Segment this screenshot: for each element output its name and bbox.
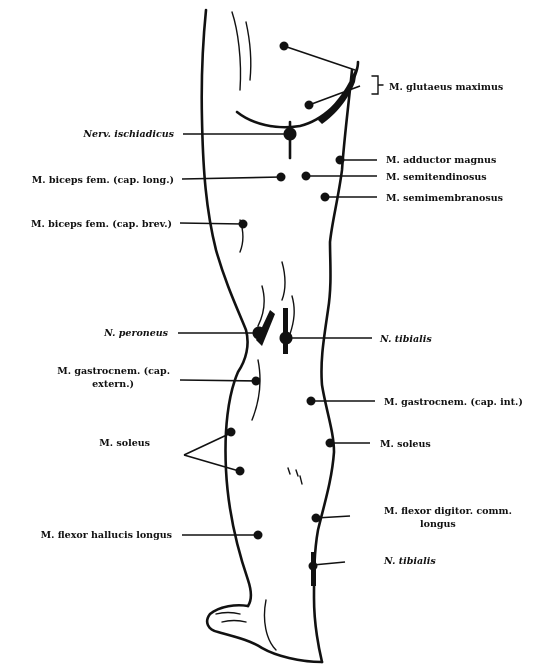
leader-gluteus-upper — [284, 46, 355, 70]
point-soleus-left-b — [236, 467, 245, 476]
point-gluteus-lower — [305, 101, 314, 110]
leader-gastroc-ext — [180, 380, 256, 381]
point-tibialis-lower — [309, 562, 318, 571]
point-semimembranosus — [321, 193, 330, 202]
point-gluteus-upper — [280, 42, 289, 51]
leader-biceps-long — [182, 177, 281, 179]
point-flexor-digitorum — [312, 514, 321, 523]
point-semitendinosus — [302, 172, 311, 181]
point-soleus-left-a — [227, 428, 236, 437]
label-flexor-digitorum-line1: M. flexor digitor. comm. — [384, 506, 512, 517]
point-tibialis-upper — [280, 332, 293, 345]
leader-biceps-short — [180, 223, 243, 224]
label-ischiadicus: Nerv. ischiadicus — [82, 129, 174, 140]
label-gluteus-maximus: M. glutaeus maximus — [389, 82, 503, 93]
toe-lines — [216, 613, 246, 623]
label-semimembranosus: M. semimembranosus — [386, 193, 503, 204]
label-gastroc-int: M. gastrocnem. (cap. int.) — [384, 397, 523, 408]
leader-soleus-left-a — [184, 433, 231, 455]
leader-gluteus-lower — [309, 86, 360, 105]
label-adductor-magnus: M. adductor magnus — [386, 155, 496, 166]
label-gastroc-ext-line1: M. gastrocnem. (cap. — [57, 366, 170, 377]
heel-line — [264, 600, 276, 650]
lateral-contour — [202, 10, 251, 606]
label-flexor-digitorum-line2: longus — [420, 519, 456, 530]
label-tibialis-upper: N. tibialis — [379, 334, 432, 345]
medial-contour — [314, 70, 352, 662]
label-flexor-hallucis: M. flexor hallucis longus — [41, 530, 172, 541]
gluteus-bracket — [372, 76, 383, 94]
point-flexor-hallucis — [254, 531, 263, 540]
leader-soleus-left-b — [184, 455, 239, 471]
gluteal-curve — [237, 62, 358, 127]
point-gastroc-int — [307, 397, 316, 406]
point-biceps-long — [277, 173, 286, 182]
labels: M. glutaeus maximus Nerv. ischiadicus M.… — [31, 82, 523, 567]
label-tibialis-lower: N. tibialis — [383, 556, 436, 567]
point-biceps-short — [239, 220, 248, 229]
point-soleus-right — [326, 439, 335, 448]
point-gastroc-ext — [252, 377, 261, 386]
tibial-nerve-bar — [283, 308, 288, 354]
label-gastroc-ext-line2: extern.) — [92, 379, 134, 390]
markers — [178, 42, 383, 571]
point-adductor — [336, 156, 345, 165]
label-soleus-right: M. soleus — [380, 439, 431, 450]
label-peroneus: N. peroneus — [103, 328, 169, 339]
label-biceps-long: M. biceps fem. (cap. long.) — [32, 175, 174, 186]
label-soleus-left: M. soleus — [99, 438, 150, 449]
label-semitendinosus: M. semitendinosus — [386, 172, 487, 183]
hip-contour — [232, 12, 251, 90]
leader-tibialis-lower — [313, 562, 345, 565]
label-biceps-short: M. biceps fem. (cap. brev.) — [31, 219, 172, 230]
point-ischiadicus — [284, 128, 297, 141]
point-peroneus — [253, 327, 266, 340]
